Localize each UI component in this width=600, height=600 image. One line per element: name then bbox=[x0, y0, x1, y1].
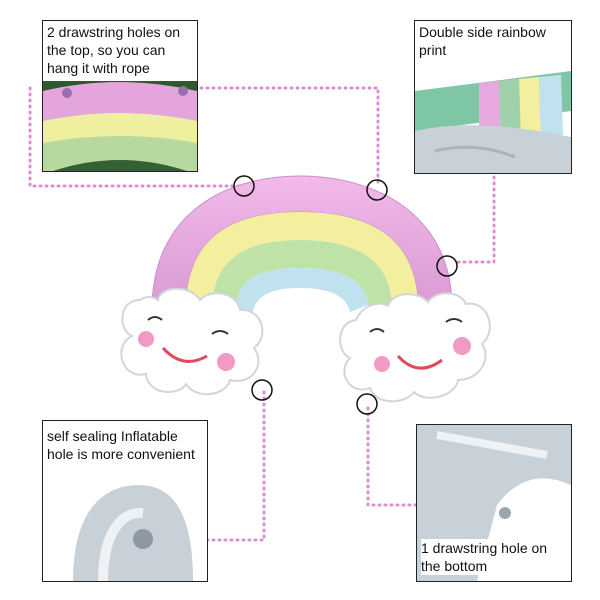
inflate-valve bbox=[133, 529, 153, 549]
callout-bottom-right: 1 drawstring hole on the bottom bbox=[416, 424, 572, 582]
drawstring-tab-left bbox=[62, 88, 72, 98]
callout-top-right: Double side rainbow print bbox=[414, 20, 572, 174]
marker-top-left-hole bbox=[233, 175, 255, 197]
leader-line-bottom-right bbox=[366, 406, 420, 507]
left-cloud-smile bbox=[161, 346, 208, 363]
leader-line-right bbox=[456, 174, 496, 264]
marker-top-right-hole bbox=[366, 179, 388, 201]
callout-top-left: 2 drawstring holes on the top, so you ca… bbox=[42, 20, 198, 172]
callout-top-right-text: Double side rainbow print bbox=[419, 23, 567, 59]
rainbow-green-band bbox=[212, 240, 392, 310]
callout-top-left-text: 2 drawstring holes on the top, so you ca… bbox=[47, 23, 189, 77]
callout-bottom-left-text: self sealing Inflatable hole is more con… bbox=[47, 427, 203, 463]
right-cloud-cheek-right bbox=[453, 337, 471, 355]
callout-bottom-left: self sealing Inflatable hole is more con… bbox=[42, 420, 208, 582]
right-cloud-smile bbox=[396, 354, 443, 370]
drawstring-tab-right bbox=[178, 86, 188, 96]
left-cloud bbox=[120, 287, 264, 396]
callout-bottom-right-text: 1 drawstring hole on the bottom bbox=[421, 539, 567, 575]
rainbow-arcs bbox=[151, 175, 453, 314]
right-cloud-cheek-left bbox=[374, 356, 390, 372]
marker-inflate-hole bbox=[251, 379, 273, 401]
rainbow-blue-band bbox=[236, 268, 368, 314]
drawstring-tab-bottom bbox=[499, 507, 511, 519]
marker-bottom-hole bbox=[356, 393, 378, 415]
left-cloud-cheek-left bbox=[138, 331, 154, 347]
markers bbox=[233, 175, 458, 415]
callout-top-left-photo bbox=[43, 81, 197, 171]
rainbow-yellow-band bbox=[186, 212, 418, 310]
leader-line-top-left bbox=[28, 86, 242, 188]
left-cloud-cheek-right bbox=[217, 353, 235, 371]
leader-line-top-right bbox=[193, 86, 380, 188]
right-cloud bbox=[339, 292, 491, 403]
marker-side-print bbox=[436, 255, 458, 277]
